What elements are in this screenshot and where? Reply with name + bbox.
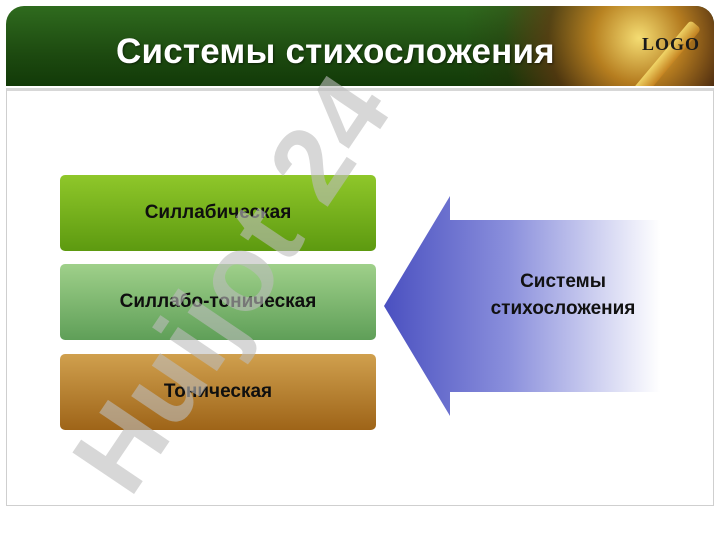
item-syllabo-tonic: Силлабо-тоническая — [60, 264, 376, 340]
slide-title: Системы стихосложения — [116, 32, 555, 71]
arrow-label: Системы стихосложения — [490, 271, 636, 319]
item-syllabic: Силлабическая — [60, 175, 376, 251]
item-tonic: Тоническая — [60, 354, 376, 430]
item-label: Силлабо-тоническая — [119, 291, 317, 312]
item-label: Тоническая — [163, 381, 273, 402]
left-arrow-shape — [384, 196, 660, 416]
logo: LOGO — [641, 34, 700, 54]
item-label: Силлабическая — [144, 202, 292, 223]
header-bar: Системы стихосложения LOGO — [6, 6, 714, 86]
